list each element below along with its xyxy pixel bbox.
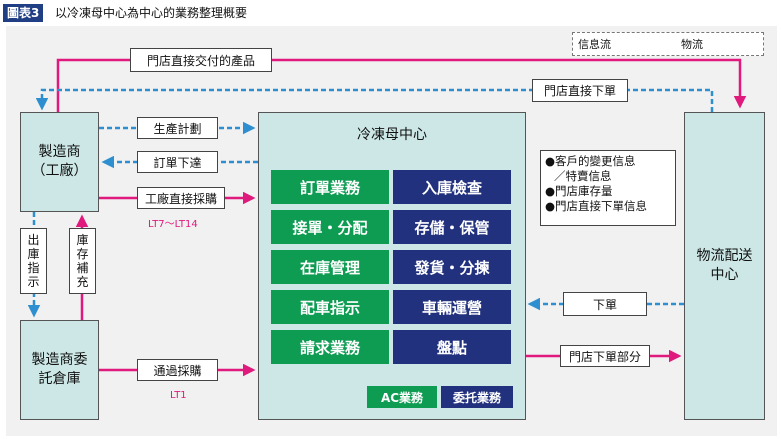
- label-store-direct-order: 門店直接下單: [532, 79, 628, 102]
- figure-title: 以冷凍母中心為中心的業務整理概要: [55, 6, 248, 20]
- warehouse-line1: 製造商委: [31, 352, 88, 368]
- logistics-line2: 中心: [710, 267, 739, 283]
- info-line-1: ●客戶的變更信息: [545, 154, 636, 168]
- cell-receiving-inspection: 入庫檢查: [393, 170, 511, 204]
- cell-order-allocation: 接單・分配: [271, 210, 389, 244]
- cell-billing: 請求業務: [271, 330, 389, 364]
- warehouse-node: 製造商委 託倉庫: [20, 320, 99, 420]
- label-lt-factory: LT7〜LT14: [148, 219, 198, 230]
- legend-info-label: 信息流: [578, 38, 611, 51]
- label-shipping-instruction: 出庫指示: [20, 228, 47, 294]
- label-store-order-part: 門店下單部分: [560, 345, 650, 367]
- cell-stocktaking: 盤點: [393, 330, 511, 364]
- legend: 信息流 物流: [572, 32, 764, 56]
- logistics-line1: 物流配送: [696, 248, 753, 264]
- manufacturer-line2: （工廠）: [31, 163, 88, 179]
- label-shipping-instruction-text: 出庫指示: [27, 233, 40, 289]
- label-order-issue: 訂單下達: [137, 151, 218, 173]
- label-order: 下單: [563, 292, 647, 316]
- label-production-plan: 生產計劃: [137, 117, 218, 139]
- warehouse-line2: 託倉庫: [38, 371, 81, 387]
- label-replenish-text: 庫存補充: [76, 233, 89, 289]
- logistics-node: 物流配送 中心: [684, 112, 765, 420]
- cell-order-business: 訂單業務: [271, 170, 389, 204]
- info-box: ●客戶的變更信息 ／特賣信息 ●門店庫存量 ●門店直接下單信息: [540, 150, 676, 226]
- legend-goods-label: 物流: [681, 38, 703, 51]
- label-factory-direct: 工廠直接採購: [137, 187, 225, 209]
- store-direct-goods-arrow: [56, 58, 747, 112]
- label-lt-transit: LT1: [170, 390, 187, 401]
- cell-vehicle-operation: 車輛運營: [393, 290, 511, 324]
- tag-entrusted-business: 委托業務: [441, 386, 513, 408]
- label-transit: 通過採購: [137, 359, 218, 381]
- figure-badge: 圖表3: [3, 4, 44, 22]
- cell-inventory-management: 在庫管理: [271, 250, 389, 284]
- info-line-2: ／特賣信息: [554, 169, 612, 183]
- manufacturer-line1: 製造商: [38, 144, 81, 160]
- info-line-4: ●門店直接下單信息: [545, 199, 648, 213]
- label-store-direct-goods: 門店直接交付的產品: [130, 48, 272, 72]
- cell-storage: 存儲・保管: [393, 210, 511, 244]
- tag-ac-business: AC業務: [367, 386, 437, 408]
- center-title: 冷凍母中心: [357, 127, 427, 143]
- cell-dispatch-instruction: 配車指示: [271, 290, 389, 324]
- store-direct-order-arrow: [35, 88, 714, 112]
- info-line-3: ●門店庫存量: [545, 184, 613, 198]
- manufacturer-node: 製造商 （工廠）: [20, 112, 99, 212]
- label-replenish: 庫存補充: [69, 228, 96, 294]
- cell-shipping-sorting: 發貨・分揀: [393, 250, 511, 284]
